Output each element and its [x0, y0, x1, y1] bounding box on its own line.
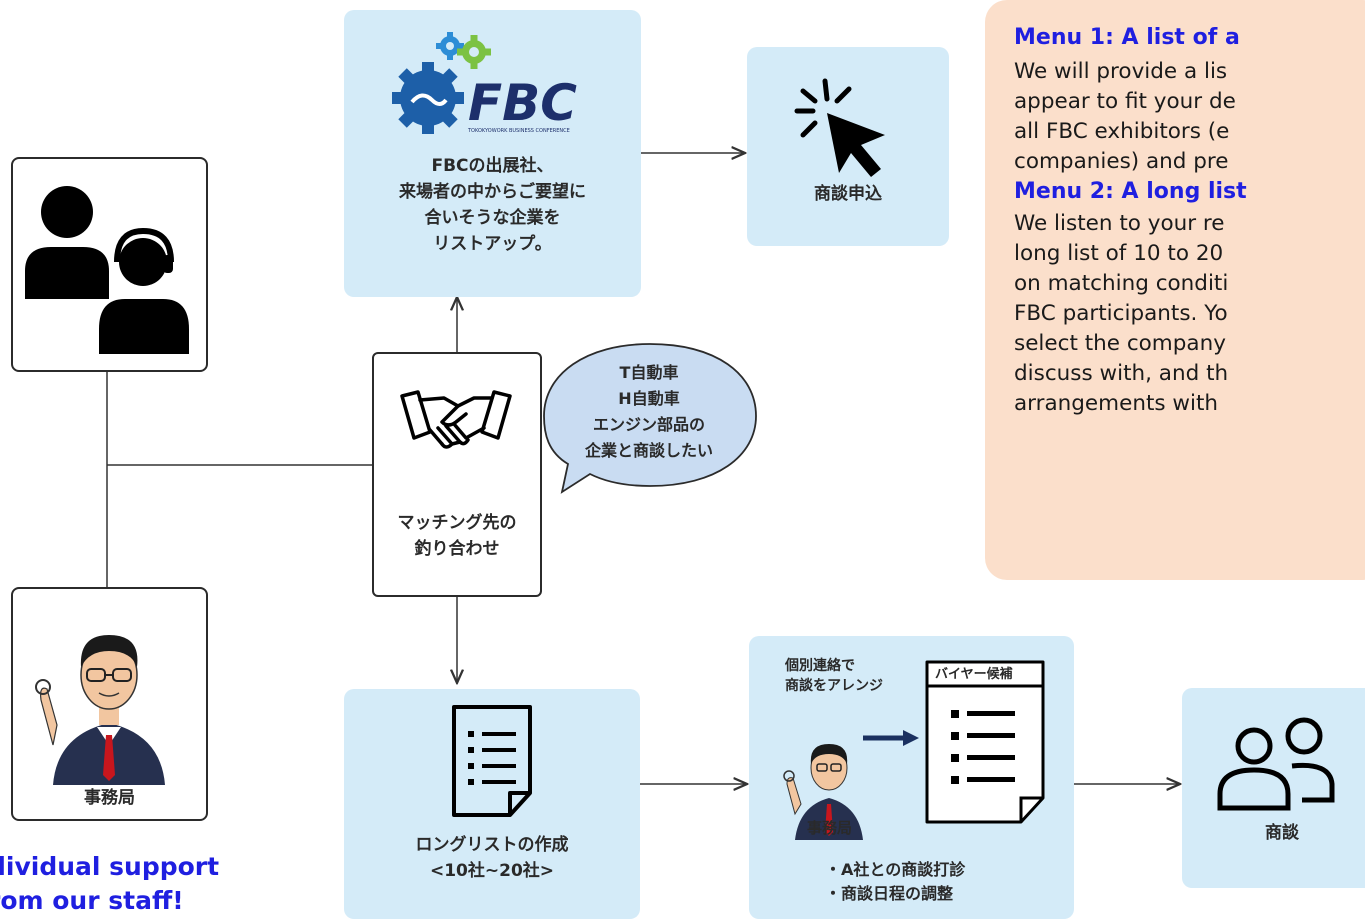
menu2-line: select the company — [1014, 331, 1226, 356]
people-meeting-icon — [1217, 717, 1335, 811]
arrange-box: 個別連絡で 商談をアレンジ バイヤー候補 事務局 ・A社との商談打診 ・商談日程… — [749, 636, 1074, 919]
customer-operator-box — [11, 157, 208, 372]
staff-figure-icon — [35, 635, 165, 785]
long-list-box: ロングリストの作成 <10社~20社> — [344, 689, 640, 919]
menu2-line: long list of 10 to 20 — [1014, 241, 1224, 266]
buyer-candidate-document-icon — [925, 660, 1045, 824]
fbc-caption: FBCの出展社、 来場者の中からご要望に 合いそうな企業を リストアップ。 — [399, 156, 586, 254]
speech-bubble-text: T自動車 H自動車 エンジン部品の 企業と商談したい — [584, 363, 713, 460]
menu-description-panel: Menu 1: A list of a We will provide a li… — [985, 0, 1365, 580]
menu2-line: on matching conditi — [1014, 271, 1229, 296]
buyer-candidate-label: バイヤー候補 — [935, 667, 1013, 682]
arrange-staff-label: 事務局 — [807, 819, 853, 837]
handshake-icon — [400, 390, 512, 449]
matching-box: マッチング先の 釣り合わせ — [372, 352, 542, 597]
right-arrow-icon — [863, 730, 919, 746]
speech-bubble — [543, 343, 757, 494]
menu1-line: companies) and pre — [1014, 149, 1229, 174]
menu2-line: arrangements with — [1014, 391, 1219, 416]
menu2-line: We listen to your re — [1014, 211, 1225, 236]
fbc-logo-icon: FBC TOKOKYOWORK BUSINESS CONFERENCE — [392, 32, 577, 134]
menu2-title: Menu 2: A long list — [1014, 179, 1247, 204]
meeting-box: 商談 — [1182, 688, 1365, 888]
menu2-line: FBC participants. Yo — [1014, 301, 1228, 326]
menu1-line: appear to fit your de — [1014, 89, 1236, 114]
menu2-line: discuss with, and th — [1014, 361, 1229, 386]
fbc-logo-subtext: TOKOKYOWORK BUSINESS CONFERENCE — [467, 128, 570, 134]
staff-caption: 事務局 — [84, 788, 135, 808]
document-list-icon — [452, 705, 532, 817]
negotiation-request-caption: 商談申込 — [814, 184, 882, 204]
menu1-line: We will provide a lis — [1014, 59, 1228, 84]
matching-caption: マッチング先の 釣り合わせ — [397, 513, 517, 559]
arrange-top-label: 個別連絡で 商談をアレンジ — [785, 658, 883, 694]
staff-box: 事務局 — [11, 587, 208, 821]
menu1-title: Menu 1: A list of a — [1014, 25, 1240, 50]
fbc-logo-text: FBC — [468, 74, 577, 132]
customer-operator-icon — [25, 186, 189, 354]
arrange-bullets: ・A社との商談打診 ・商談日程の調整 — [825, 860, 966, 903]
click-cursor-icon — [794, 78, 885, 177]
individual-support-note: dividual support rom our staff! — [0, 852, 220, 915]
staff-small-figure-icon — [783, 744, 863, 840]
negotiation-request-box: 商談申込 — [747, 47, 949, 246]
fbc-listing-box: FBC TOKOKYOWORK BUSINESS CONFERENCE FBCの… — [344, 10, 641, 297]
long-list-caption: ロングリストの作成 <10社~20社> — [415, 835, 569, 881]
menu1-line: all FBC exhibitors (e — [1014, 119, 1230, 144]
meeting-caption: 商談 — [1265, 823, 1299, 843]
